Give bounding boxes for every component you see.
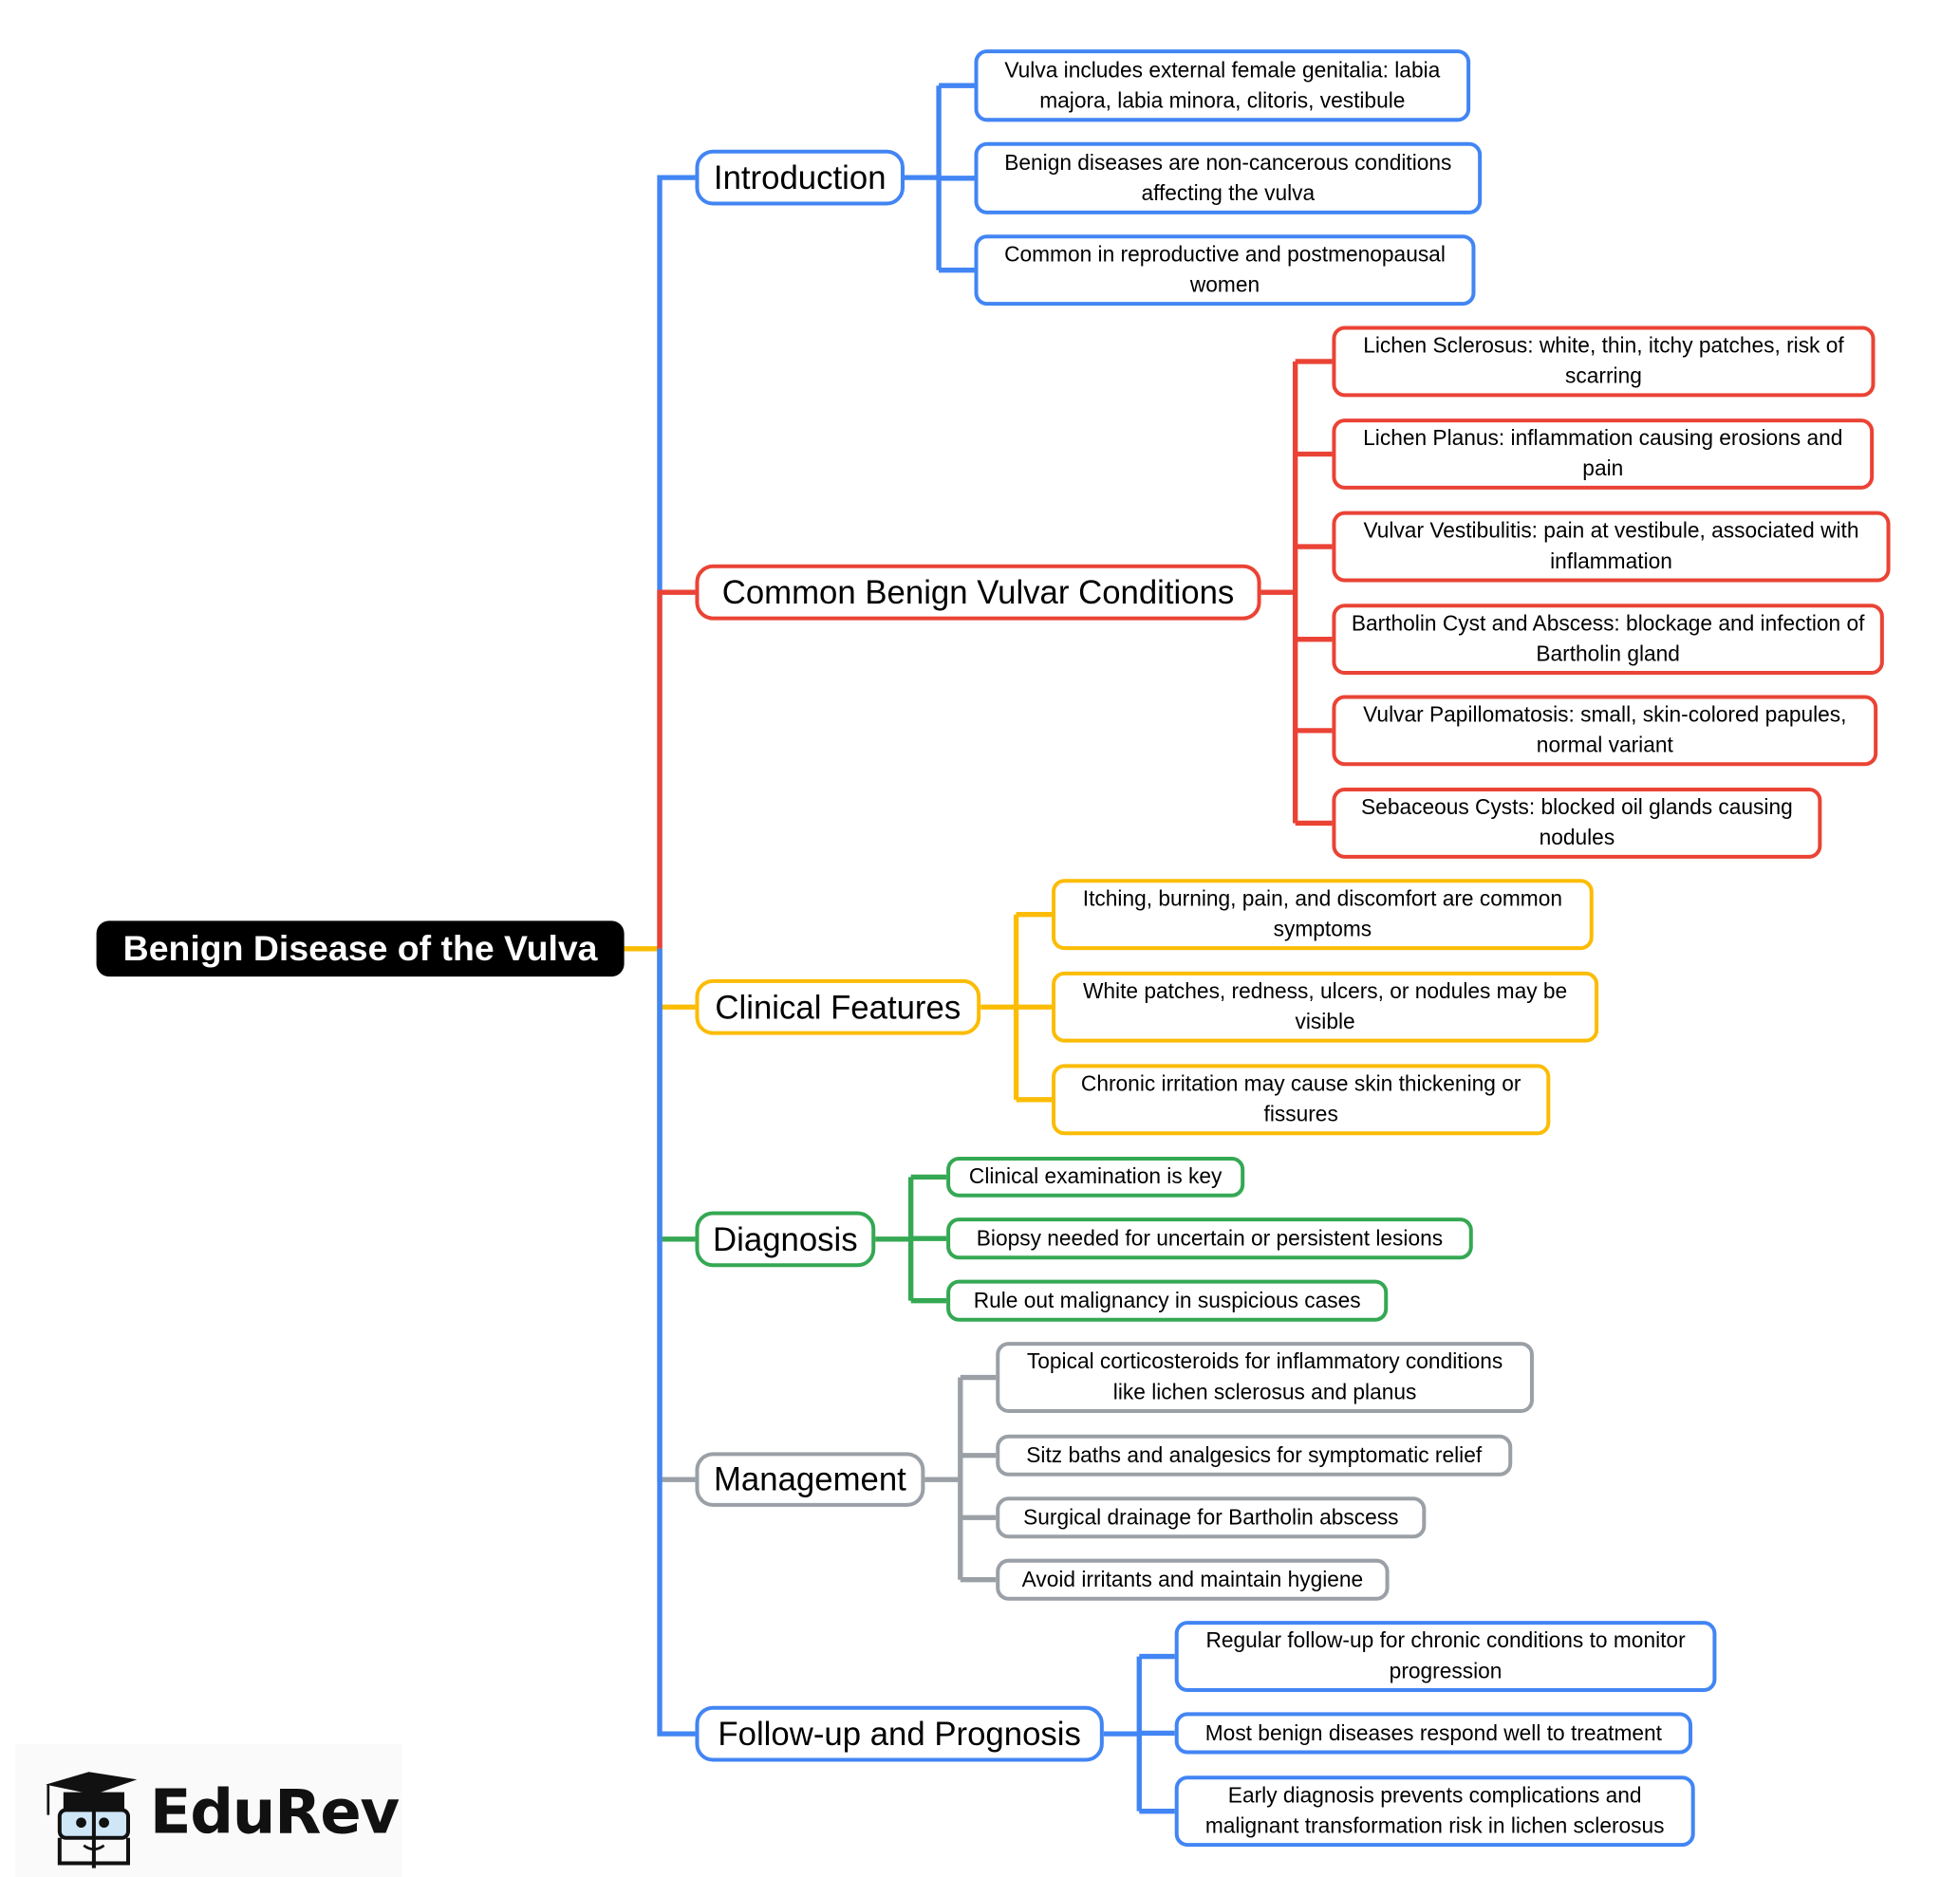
trunk-connector xyxy=(657,175,696,949)
leaf-node: Lichen Sclerosus: white, thin, itchy pat… xyxy=(1332,325,1876,398)
root-node: Benign Disease of the Vulva xyxy=(96,920,625,977)
leaf-node: Avoid irritants and maintain hygiene xyxy=(996,1558,1390,1601)
leaf-node: Early diagnosis prevents complications a… xyxy=(1174,1775,1695,1848)
leaf-node: Common in reproductive and postmenopausa… xyxy=(974,234,1476,307)
logo-text: EduRev xyxy=(149,1776,400,1849)
leaf-node: Surgical drainage for Bartholin abscess xyxy=(996,1496,1427,1539)
trunk-connector xyxy=(657,589,696,949)
branch-node: Introduction xyxy=(695,149,905,206)
leaf-node: White patches, redness, ulcers, or nodul… xyxy=(1052,971,1599,1043)
branch-node: Common Benign Vulvar Conditions xyxy=(695,564,1261,621)
branch-node: Clinical Features xyxy=(695,978,981,1035)
leaf-node: Most benign diseases respond well to tre… xyxy=(1174,1712,1693,1755)
leaf-node: Vulvar Papillomatosis: small, skin-color… xyxy=(1332,695,1878,767)
leaf-node: Vulva includes external female genitalia… xyxy=(974,49,1471,122)
trunk-connector xyxy=(657,948,696,1242)
leaf-node: Regular follow-up for chronic conditions… xyxy=(1174,1621,1717,1693)
leaf-node: Clinical examination is key xyxy=(946,1156,1245,1198)
edurev-logo: EduRev xyxy=(15,1743,402,1877)
branch-node: Management xyxy=(695,1452,925,1507)
graduation-cap-mascot-icon xyxy=(46,1772,138,1868)
trunk-connector xyxy=(657,948,696,1010)
branch-node: Follow-up and Prognosis xyxy=(695,1705,1104,1762)
leaf-node: Sitz baths and analgesics for symptomati… xyxy=(996,1434,1513,1477)
trunk-connector xyxy=(657,948,696,1482)
leaf-node: Rule out malignancy in suspicious cases xyxy=(946,1279,1389,1322)
leaf-node: Biopsy needed for uncertain or persisten… xyxy=(946,1217,1473,1260)
leaf-node: Lichen Planus: inflammation causing eros… xyxy=(1332,418,1875,490)
leaf-node: Benign diseases are non-cancerous condit… xyxy=(974,141,1483,214)
leaf-node: Topical corticosteroids for inflammatory… xyxy=(996,1342,1534,1413)
leaf-node: Chronic irritation may cause skin thicke… xyxy=(1052,1064,1551,1136)
leaf-node: Bartholin Cyst and Abscess: blockage and… xyxy=(1332,604,1884,676)
leaf-node: Vulvar Vestibulitis: pain at vestibule, … xyxy=(1332,511,1891,583)
trunk-connector xyxy=(657,948,696,1737)
leaf-node: Sebaceous Cysts: blocked oil glands caus… xyxy=(1332,788,1822,859)
leaf-node: Itching, burning, pain, and discomfort a… xyxy=(1052,879,1594,951)
branch-node: Diagnosis xyxy=(695,1211,876,1268)
